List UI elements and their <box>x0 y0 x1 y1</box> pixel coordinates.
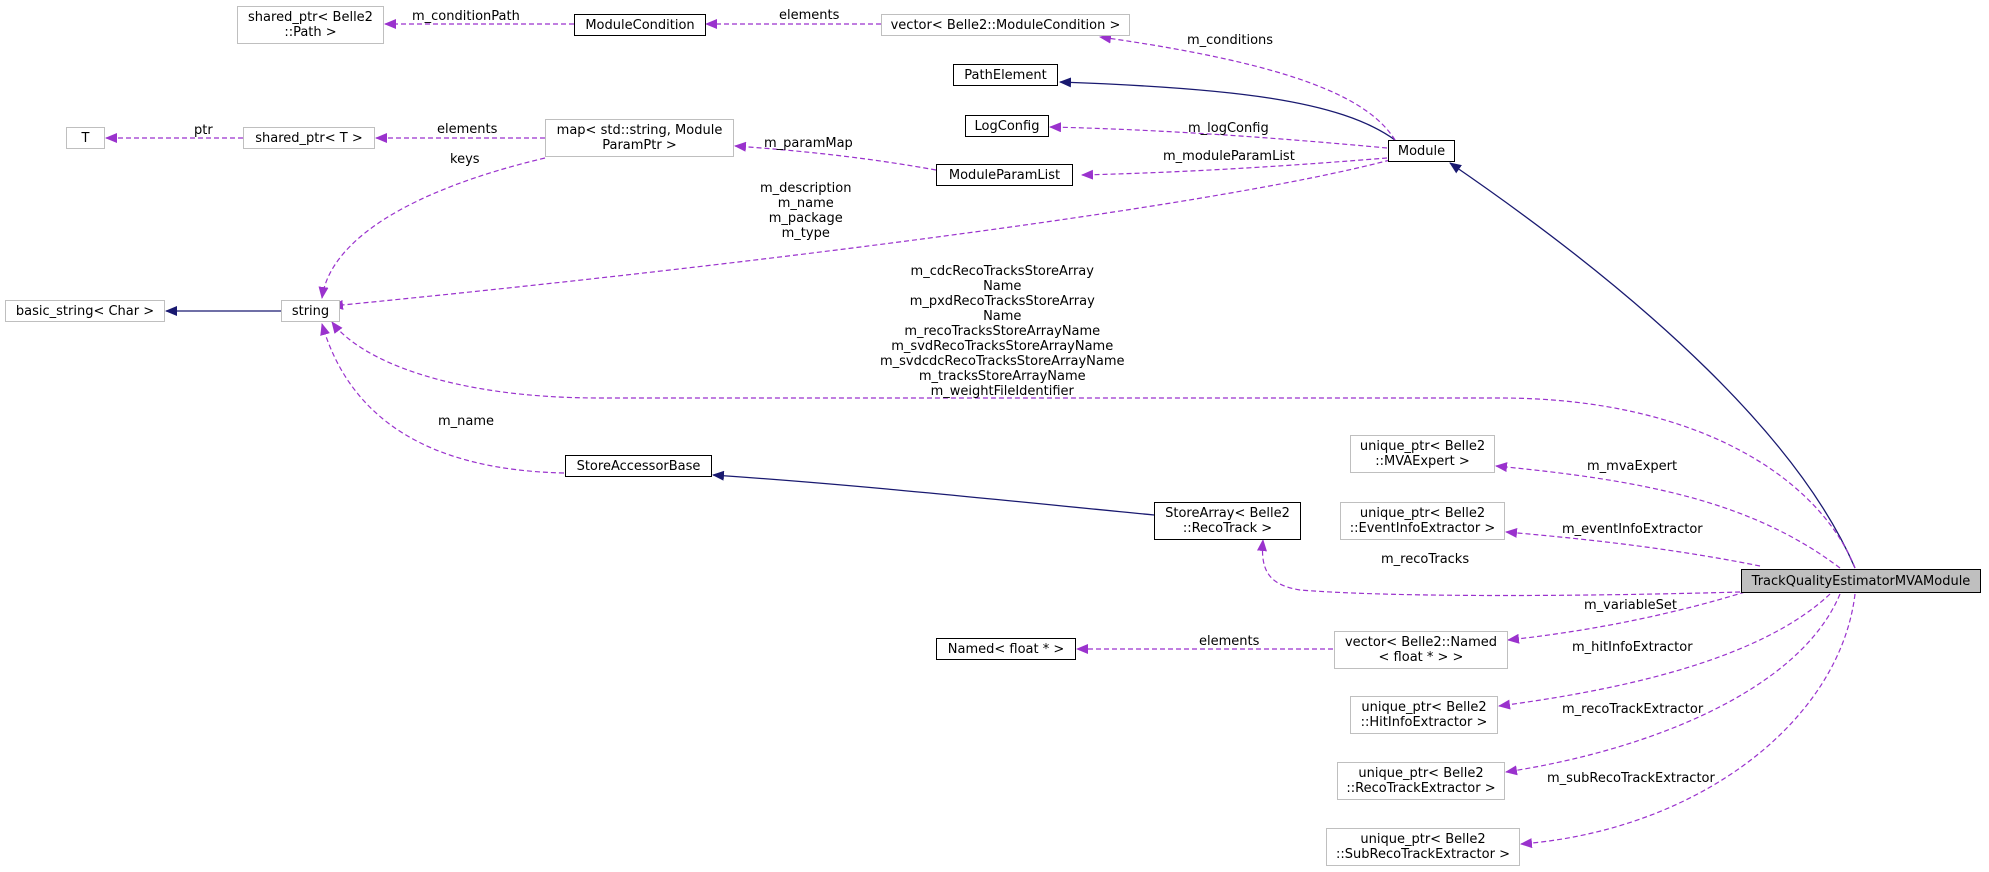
label-m-conditionpath: m_conditionPath <box>412 9 520 24</box>
label-m-variableset: m_variableSet <box>1584 598 1677 613</box>
node-map-param[interactable]: map< std::string, Module ParamPtr > <box>545 119 734 157</box>
node-vector-module-condition[interactable]: vector< Belle2::ModuleCondition > <box>881 14 1130 36</box>
node-module[interactable]: Module <box>1388 140 1455 162</box>
node-unique-ptr-mvaexpert[interactable]: unique_ptr< Belle2 ::MVAExpert > <box>1350 435 1495 473</box>
label-elements-conditions: elements <box>779 8 840 23</box>
node-unique-ptr-eventinfo[interactable]: unique_ptr< Belle2 ::EventInfoExtractor … <box>1340 502 1505 540</box>
node-unique-ptr-hitinfo[interactable]: unique_ptr< Belle2 ::HitInfoExtractor > <box>1350 696 1498 734</box>
label-m-recotrackextractor: m_recoTrackExtractor <box>1562 702 1704 717</box>
node-store-accessor-base[interactable]: StoreAccessorBase <box>565 455 712 477</box>
edge-track-to-module <box>1449 162 1856 569</box>
label-module-strings: m_description m_name m_package m_type <box>760 181 852 241</box>
edge-track-to-storearray <box>1256 539 1741 597</box>
label-m-parammap: m_paramMap <box>764 136 853 151</box>
edge-module-to-moduleparamlist <box>1081 157 1388 180</box>
label-m-subrecotrackextractor: m_subRecoTrackExtractor <box>1547 771 1715 786</box>
edge-track-to-eventinfo <box>1505 527 1761 567</box>
label-track-strings: m_cdcRecoTracksStoreArray Name m_pxdReco… <box>880 264 1125 399</box>
node-store-array-recotrack[interactable]: StoreArray< Belle2 ::RecoTrack > <box>1154 502 1301 540</box>
label-m-mvaexpert: m_mvaExpert <box>1587 459 1678 474</box>
edge-moduleparamlist-to-map <box>734 141 937 171</box>
node-module-param-list[interactable]: ModuleParamList <box>936 164 1073 186</box>
edge-track-to-hitinfo <box>1498 593 1831 710</box>
edge-module-to-logconfig <box>1049 122 1388 149</box>
label-m-hitinfoextractor: m_hitInfoExtractor <box>1572 640 1693 655</box>
node-shared-ptr-t[interactable]: shared_ptr< T > <box>243 127 375 149</box>
node-path-element[interactable]: PathElement <box>953 64 1058 86</box>
node-module-condition[interactable]: ModuleCondition <box>574 14 706 36</box>
edge-track-to-recotrackextractor <box>1505 593 1841 776</box>
edge-map-to-string <box>318 157 546 299</box>
label-m-moduleparamlist: m_moduleParamList <box>1163 149 1295 164</box>
edge-module-to-vectorcondition <box>1099 33 1396 141</box>
node-t[interactable]: T <box>66 127 105 149</box>
edge-track-to-mvaexpert <box>1495 462 1841 569</box>
label-m-recotracks: m_recoTracks <box>1381 552 1470 567</box>
node-shared-ptr-path[interactable]: shared_ptr< Belle2 ::Path > <box>237 6 384 44</box>
label-m-name: m_name <box>438 414 495 429</box>
edge-module-to-string <box>331 159 1391 310</box>
label-ptr: ptr <box>194 123 213 138</box>
edge-module-to-pathelement <box>1059 77 1396 141</box>
node-track-quality-estimator-mva-module[interactable]: TrackQualityEstimatorMVAModule <box>1741 569 1981 593</box>
edge-storearray-to-accessorbase <box>712 470 1155 516</box>
node-vector-named[interactable]: vector< Belle2::Named < float * > > <box>1334 631 1508 669</box>
label-keys: keys <box>450 152 480 167</box>
node-unique-ptr-subrecotrack[interactable]: unique_ptr< Belle2 ::SubRecoTrackExtract… <box>1326 828 1520 866</box>
edge-accessorbase-to-string <box>320 323 565 474</box>
edge-track-to-vectornamed <box>1507 591 1746 644</box>
label-m-logconfig: m_logConfig <box>1188 121 1269 136</box>
label-m-conditions: m_conditions <box>1187 33 1274 48</box>
node-named-float[interactable]: Named< float * > <box>936 638 1076 660</box>
node-string[interactable]: string <box>281 300 340 322</box>
label-elements-named: elements <box>1199 634 1260 649</box>
label-elements-map: elements <box>437 122 498 137</box>
node-basic-string[interactable]: basic_string< Char > <box>5 300 165 322</box>
node-log-config[interactable]: LogConfig <box>965 115 1049 137</box>
label-m-eventinfoextractor: m_eventInfoExtractor <box>1562 522 1703 537</box>
edge-track-to-subrecotrackextractor <box>1520 593 1856 849</box>
node-unique-ptr-recotrack[interactable]: unique_ptr< Belle2 ::RecoTrackExtractor … <box>1337 762 1505 800</box>
